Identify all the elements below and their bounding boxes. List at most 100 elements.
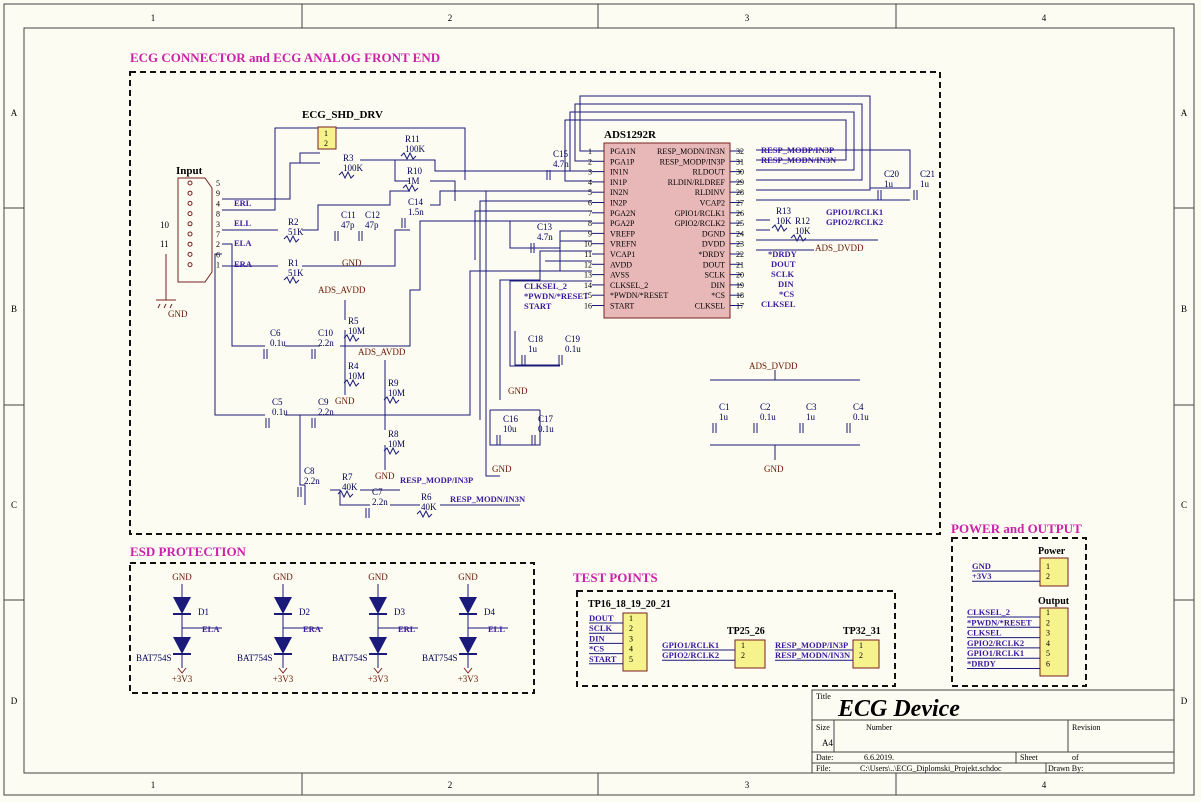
diode-triangle-top (459, 597, 477, 614)
ic-pin-name: VCAP2 (700, 199, 725, 208)
connector-pin: 4 (629, 645, 633, 654)
ic-pin-number: 32 (736, 147, 744, 156)
connector-pin-1: 1 (216, 261, 220, 270)
ic-pin-name: IN1P (610, 178, 627, 187)
diode-triangle-bottom (274, 637, 292, 654)
connector-net: GPIO1/RCLK1 (967, 648, 1024, 658)
connector-pin: 2 (1046, 572, 1050, 581)
power-output-frame (951, 537, 1087, 687)
component-value: 10M (348, 371, 365, 381)
component-value: 2.2n (304, 476, 320, 486)
ic-pin-name: RLDIN/RLDREF (668, 178, 726, 187)
component-ref: C13 (537, 222, 553, 232)
ic-pin-number: 20 (736, 271, 744, 280)
ic-pin-name: IN2P (610, 199, 627, 208)
component-ref: R5 (348, 316, 359, 326)
avdd-label-1: ADS_AVDD (318, 285, 366, 295)
net-resp-modn-bottom: RESP_MODN/IN3N (450, 494, 526, 504)
diode-part: BAT754S (332, 653, 368, 663)
component-ref: R2 (288, 217, 299, 227)
resistor-zigzag (771, 223, 788, 233)
connector-pin: 2 (629, 624, 633, 633)
component-value: 0.1u (270, 338, 286, 348)
front-end-frame (129, 71, 941, 535)
file-value: C:\Users\..\ECG_Diplomski_Projekt.schdoc (860, 764, 1002, 773)
connector-contact (187, 180, 193, 186)
component-c9: C92.2n (311, 397, 334, 428)
component-value: 4.7n (553, 159, 569, 169)
border-row-B: B (11, 304, 17, 314)
ic-pin-number: 3 (588, 168, 592, 177)
connector-net: RESP_MODP/IN3P (775, 640, 848, 650)
power-box (1039, 557, 1069, 587)
dvdd-label-2: ADS_DVDD (815, 243, 864, 253)
date-value: 6.6.2019. (864, 753, 894, 762)
component-c8: C82.2n (297, 466, 320, 497)
border-row-A-right: A (1181, 108, 1188, 118)
component-value: 1.5n (408, 207, 424, 217)
component-ref: C20 (884, 169, 900, 179)
border-row-C: C (11, 500, 17, 510)
diode-net: ELL (488, 624, 505, 634)
component-ref: C16 (503, 414, 519, 424)
component-c2: C20.1u (753, 402, 776, 433)
ic-pin-name: DOUT (703, 260, 725, 269)
gnd-symbol-left (156, 254, 176, 309)
diode-supply-label: +3V3 (273, 674, 294, 684)
net-clksel: CLKSEL (761, 299, 796, 309)
number-label: Number (866, 723, 893, 732)
ic-pin-name: *CS (711, 291, 725, 300)
net-drdy: *DRDY (768, 249, 797, 259)
ic-pin-name: VCAP1 (610, 250, 635, 259)
ic-pin-name: VREFP (610, 229, 635, 238)
ic-pin-number: 27 (736, 199, 744, 208)
diode-net: ELA (202, 624, 220, 634)
size-label: Size (816, 723, 830, 732)
component-ref: C5 (272, 397, 283, 407)
gnd-label-c11: GND (342, 258, 362, 268)
resistor-zigzag (383, 446, 400, 456)
connector-pin: 5 (629, 655, 633, 664)
component-ref: C2 (760, 402, 771, 412)
resistor-zigzag (400, 151, 417, 161)
component-value: 40K (342, 482, 358, 492)
component-ref: R3 (343, 153, 354, 163)
connector-net: *PWDN/*RESET (967, 617, 1032, 627)
component-value: 0.1u (538, 424, 554, 434)
ic-pin-name: AVDD (610, 260, 632, 269)
ic-pin-number: 23 (736, 240, 744, 249)
sheet-label: Sheet (1020, 753, 1039, 762)
connector-pin: 1 (859, 641, 863, 650)
ic-pin-number: 29 (736, 178, 744, 187)
diode-gnd-label: GND (273, 572, 293, 582)
diode-ref: D4 (484, 607, 495, 617)
net-resp-modp: RESP_MODP/IN3P (761, 145, 834, 155)
ic-pin-number: 15 (584, 291, 592, 300)
ic-pin-name: PGA1P (610, 157, 635, 166)
connector-net: SCLK (589, 623, 613, 633)
net-gpio2: GPIO2/RCLK2 (826, 217, 883, 227)
resistor-zigzag (337, 489, 354, 499)
net-clksel2: CLKSEL_2 (524, 281, 567, 291)
connector-pin: 6 (1046, 660, 1050, 669)
component-ref: C4 (853, 402, 864, 412)
component-ref: C11 (341, 210, 356, 220)
resistor-zigzag (790, 233, 807, 243)
component-ref: C21 (920, 169, 935, 179)
net-dout: DOUT (771, 259, 796, 269)
resistor-zigzag (283, 234, 300, 244)
input-label: Input (176, 165, 203, 177)
ic-pin-number: 7 (588, 209, 592, 218)
gnd-label-decoupling: GND (764, 464, 784, 474)
